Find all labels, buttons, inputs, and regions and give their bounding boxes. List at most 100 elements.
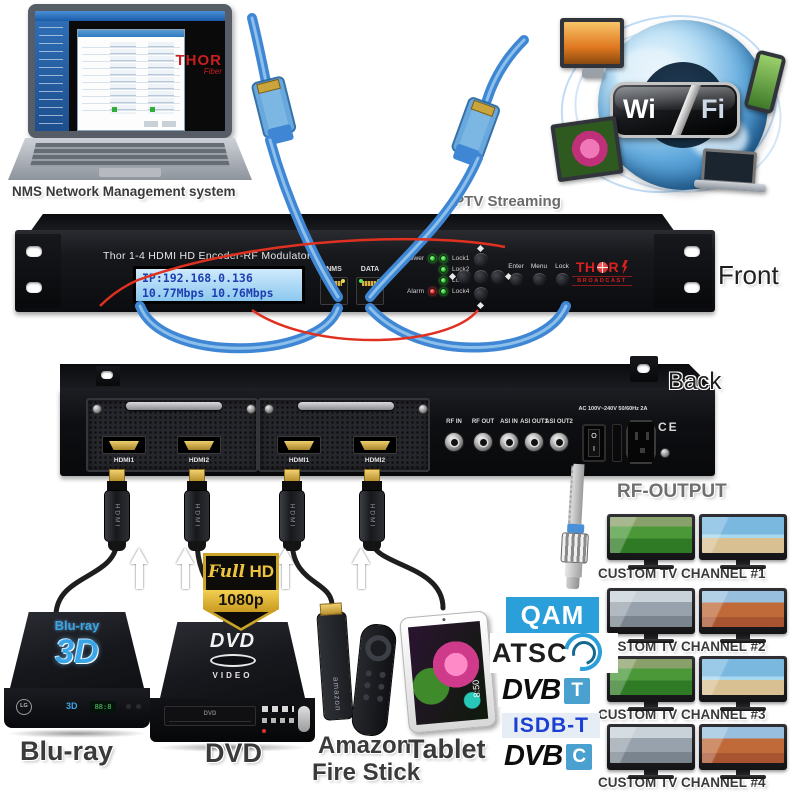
thor-logo-broadcast: BROADCAST [572, 276, 632, 286]
nav-up-button[interactable] [474, 253, 488, 267]
tv-channel4-left [607, 724, 695, 779]
lock-button-group: Lock [551, 263, 573, 286]
fuse-holder [612, 424, 622, 462]
front-panel-top-face [30, 214, 675, 232]
nav-down-button[interactable] [474, 287, 488, 301]
data-ethernet-port[interactable] [356, 277, 384, 305]
switch-off-mark: O [591, 433, 597, 440]
hdmi2-label: HDMI2 [188, 457, 210, 464]
ground-screw-icon [660, 448, 670, 458]
rj45-pins [326, 281, 342, 286]
bluray-player: Blu-ray 3D LG 3D 88:8 Blu-ray [2, 612, 152, 782]
f-connector-tip [566, 576, 580, 590]
tv-screen-beach [702, 659, 784, 695]
dvd-video-text: VIDEO [212, 671, 253, 680]
power-switch[interactable]: O I [582, 424, 606, 462]
disc-tray[interactable]: DVD [164, 706, 256, 726]
nav-right-button[interactable] [491, 270, 505, 284]
hdmi2-port-module2[interactable] [353, 436, 397, 454]
remote-button[interactable] [365, 670, 372, 677]
dvd-buttons-row1[interactable] [262, 706, 294, 712]
hdmi-plug-label: HDMI [193, 503, 201, 529]
remote-button[interactable] [376, 695, 384, 703]
hdmi1-port-module2[interactable] [277, 436, 321, 454]
remote-button[interactable] [362, 693, 370, 701]
front-panel-model-title: Thor 1-4 HDMI HD Encoder-RF Modulator [103, 250, 311, 262]
tv-channel3-left [607, 656, 695, 711]
power-rating-label: AC 100V~240V 50/60Hz 2A [578, 406, 648, 412]
tray-slot-line [169, 721, 251, 722]
remote-button[interactable] [379, 671, 386, 679]
hdmi-plug-label: HDMI [288, 503, 296, 529]
tray-dvd-label: DVD [203, 711, 217, 717]
asi-in-connector[interactable] [499, 432, 519, 452]
iec-power-inlet[interactable] [626, 420, 656, 464]
dvd-front-face: DVD [150, 698, 315, 742]
power-led [429, 255, 436, 262]
dvd-logo-disc-icon [209, 654, 256, 667]
nms-ethernet-port[interactable] [320, 277, 348, 305]
remote-button[interactable] [378, 683, 385, 691]
amazon-fire-stick: amazon Amazon Fire Stick [312, 602, 422, 798]
module-handle [126, 402, 222, 410]
alarm-led-label: Alarm [407, 288, 424, 295]
dvd-logo-text: DVD [209, 630, 256, 652]
iptv-caption: IPTV Streaming [450, 193, 561, 210]
nav-left-button[interactable] [457, 270, 471, 284]
tv-screen-soccer [610, 659, 692, 695]
nms-software-sidebar [35, 21, 69, 131]
rf-in-connector[interactable] [444, 432, 464, 452]
lock-button[interactable] [555, 273, 569, 286]
tv-screen-skate [610, 591, 692, 627]
hdmi2-port-module1[interactable] [177, 436, 221, 454]
firestick-caption-line2: Fire Stick [312, 759, 421, 786]
monitor-screen-sunset [564, 22, 620, 64]
rf-output-caption: RF-OUTPUT [617, 481, 727, 502]
asi-in-label: ASI IN [500, 419, 518, 425]
nms-laptop: THOR Fiber [8, 2, 252, 182]
power-led-label: Power [405, 255, 424, 262]
tv-channel1-left [607, 514, 695, 569]
menu-button-group: Menu [528, 263, 550, 286]
back-panel-top-face [60, 364, 715, 390]
tv-screen-skate [610, 727, 692, 763]
menu-button-label: Menu [530, 263, 548, 270]
eject-button[interactable] [136, 704, 141, 709]
device-shadow [156, 743, 308, 752]
jog-dial[interactable] [298, 706, 310, 732]
dvb-t-box: T [564, 677, 591, 704]
bluray-caption: Blu-ray [20, 736, 114, 766]
laptop-screen: THOR Fiber [28, 4, 232, 138]
tablet-screen[interactable]: 8:50 [407, 621, 489, 725]
nms-software-titlebar [35, 11, 225, 21]
dvb-text: DVB [502, 674, 561, 706]
custom-channel-1-label: CUSTOM TV CHANNEL #1 [598, 566, 766, 581]
module-handle [298, 402, 394, 410]
camera-icon [441, 618, 446, 622]
remote-button[interactable] [364, 682, 371, 689]
alarm-led [429, 288, 436, 295]
menu-button[interactable] [532, 273, 546, 286]
power-button[interactable] [126, 704, 131, 709]
link-led [359, 279, 363, 283]
nav-ok-button[interactable] [474, 270, 488, 284]
hdmi-plug-label: HDMI [113, 503, 121, 529]
asi-out2-connector[interactable] [549, 432, 569, 452]
hdmi1-label: HDMI1 [113, 457, 135, 464]
hdmi-connector-gold [360, 441, 390, 450]
rf-out-connector[interactable] [473, 432, 493, 452]
hdmi1-port-module1[interactable] [102, 436, 146, 454]
rack-hole [684, 282, 700, 293]
dvd-buttons-row2[interactable] [262, 718, 294, 723]
lock4-led [440, 288, 447, 295]
hdmi-plug-neck [282, 481, 302, 491]
remote-nav-ring[interactable] [364, 633, 393, 663]
asi-out1-connector[interactable] [524, 432, 544, 452]
nms-checkbox-green [112, 107, 117, 112]
rack-hole [684, 246, 700, 257]
nms-form-column-1 [110, 42, 136, 114]
enter-button[interactable] [509, 273, 523, 286]
lock1-led [440, 255, 447, 262]
hdmi-plug-taper [108, 541, 126, 551]
rf-f-connector [552, 461, 599, 603]
